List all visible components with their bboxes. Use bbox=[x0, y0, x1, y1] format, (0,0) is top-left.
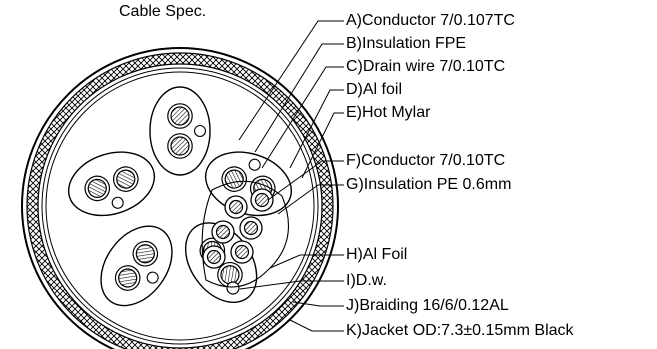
diagram-title: Cable Spec. bbox=[119, 3, 207, 20]
pair-drain-wire bbox=[248, 158, 261, 171]
braiding-inner-edge bbox=[37, 63, 323, 349]
braiding-ring bbox=[27, 53, 333, 349]
leader-line-6 bbox=[267, 160, 344, 201]
label-k-jacket: K)Jacket OD:7.3±0.15mm Black bbox=[346, 322, 574, 339]
braiding-outer-edge bbox=[26, 52, 334, 349]
inner-quad-group bbox=[201, 180, 289, 295]
pair-drain-wire bbox=[111, 196, 124, 209]
label-i-drain-wire: I)D.w. bbox=[346, 272, 387, 289]
pair-foil bbox=[149, 86, 211, 176]
quad-conductor-1 bbox=[228, 199, 244, 215]
label-j-braiding: J)Braiding 16/6/0.12AL bbox=[346, 297, 509, 314]
label-e-hot-mylar: E)Hot Mylar bbox=[346, 104, 431, 121]
leader-lines bbox=[238, 20, 344, 332]
leader-line-8 bbox=[269, 254, 344, 269]
leader-line-4 bbox=[289, 89, 344, 169]
label-d-al-foil: D)Al foil bbox=[346, 81, 403, 98]
leader-line-10 bbox=[292, 301, 344, 307]
label-c-drain-wire: C)Drain wire 7/0.10TC bbox=[346, 58, 506, 75]
leader-line-3 bbox=[261, 66, 344, 169]
shielded-pairs bbox=[67, 86, 293, 307]
leader-line-7 bbox=[277, 184, 344, 215]
leader-line-5 bbox=[301, 112, 344, 179]
shielded-pair-1 bbox=[149, 86, 211, 176]
pair-wire-a-conductor bbox=[170, 106, 190, 126]
label-f-conductor: F)Conductor 7/0.10TC bbox=[346, 152, 506, 169]
quad-foil-wrap bbox=[201, 180, 289, 288]
quad-conductor-6 bbox=[234, 244, 250, 260]
leader-line-1 bbox=[238, 20, 344, 141]
quad-conductor-4 bbox=[243, 220, 259, 236]
leader-line-9 bbox=[239, 280, 344, 290]
pair-wire-b-conductor bbox=[170, 136, 190, 156]
label-g-insulation-pe: G)Insulation PE 0.6mm bbox=[346, 176, 512, 193]
label-h-al-foil: H)Al Foil bbox=[346, 246, 408, 263]
quad-conductor-3 bbox=[215, 224, 231, 240]
pair-wire-a-conductor bbox=[135, 244, 155, 264]
foil-layer bbox=[41, 67, 319, 345]
shielded-pair-4 bbox=[100, 225, 173, 307]
pair-foil bbox=[67, 151, 156, 217]
pair-wire-b-conductor bbox=[118, 268, 138, 288]
quad-conductor-5 bbox=[206, 249, 222, 265]
pair-wire-b-conductor bbox=[87, 178, 107, 198]
mylar-layer bbox=[45, 71, 315, 341]
quad-conductor-2 bbox=[254, 192, 270, 208]
label-a-conductor: A)Conductor 7/0.107TC bbox=[346, 12, 515, 29]
pair-drain-wire bbox=[193, 124, 207, 138]
shielded-pair-2 bbox=[67, 151, 156, 217]
quad-drain-wire bbox=[226, 281, 240, 295]
pair-wire-a-conductor bbox=[116, 169, 136, 189]
leader-line-11 bbox=[289, 319, 344, 332]
pair-drain-wire bbox=[146, 271, 159, 284]
leader-line-2 bbox=[254, 43, 344, 153]
label-b-insulation: B)Insulation FPE bbox=[346, 35, 467, 52]
